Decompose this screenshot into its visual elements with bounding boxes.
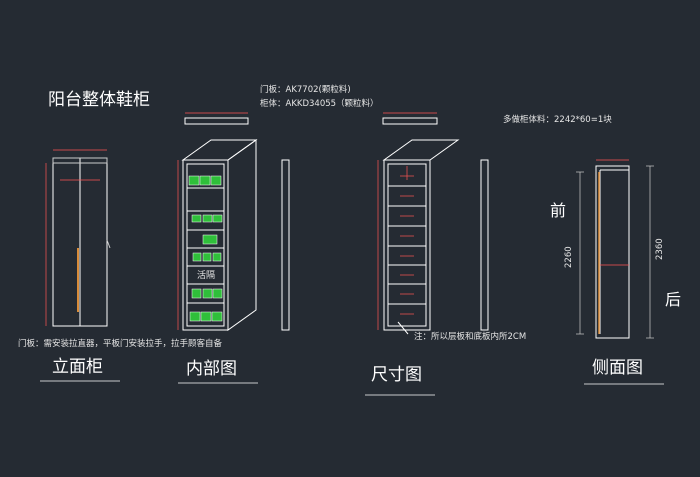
side-view-dimensions bbox=[596, 159, 629, 266]
view-label-side: 侧面图 bbox=[592, 358, 643, 378]
side-dim-inner: 2260 bbox=[564, 246, 574, 268]
view-label-elevation: 立面柜 bbox=[52, 357, 103, 377]
interior-top-panel bbox=[184, 112, 249, 125]
elevation-dimensions bbox=[45, 149, 107, 326]
view-label-interior: 内部图 bbox=[186, 359, 237, 379]
extra-material-spec: 多做柜体料：2242*60=1块 bbox=[503, 115, 612, 125]
door-panel-spec: 门板：AK7702(颗粒料) bbox=[260, 85, 351, 95]
dimension-shelves bbox=[388, 185, 426, 305]
drawing-title: 阳台整体鞋柜 bbox=[48, 90, 150, 110]
door-note: 门板：需安装拉直器，平板门安装拉手，拉手顾客自备 bbox=[18, 339, 223, 349]
cabinet-body-spec: 柜体：AKKD34055（颗粒料） bbox=[260, 99, 379, 109]
dimension-markers bbox=[377, 160, 414, 330]
dimension-note-arrow bbox=[397, 321, 409, 335]
dimension-side-panel bbox=[480, 159, 489, 331]
side-view-outer-dimension bbox=[576, 165, 654, 339]
label-underlines bbox=[40, 380, 664, 396]
shelf-note: 注：所以层板和底板内所2CM bbox=[414, 332, 527, 342]
elevation-cabinet bbox=[52, 157, 111, 327]
interior-shelves bbox=[187, 187, 224, 304]
side-front-label: 前 bbox=[550, 201, 567, 220]
interior-shoes bbox=[188, 175, 223, 322]
view-label-dimensions: 尺寸图 bbox=[371, 365, 422, 385]
interior-side-panel bbox=[177, 159, 290, 331]
dimension-top-panel bbox=[382, 112, 438, 125]
adjustable-shelf-label: 活隔 bbox=[197, 271, 216, 281]
interior-cabinet bbox=[181, 139, 258, 331]
side-back-label: 后 bbox=[665, 290, 682, 309]
dimension-cabinet bbox=[382, 139, 460, 331]
side-view-profile bbox=[595, 165, 630, 339]
side-dim-outer: 2360 bbox=[655, 238, 665, 260]
